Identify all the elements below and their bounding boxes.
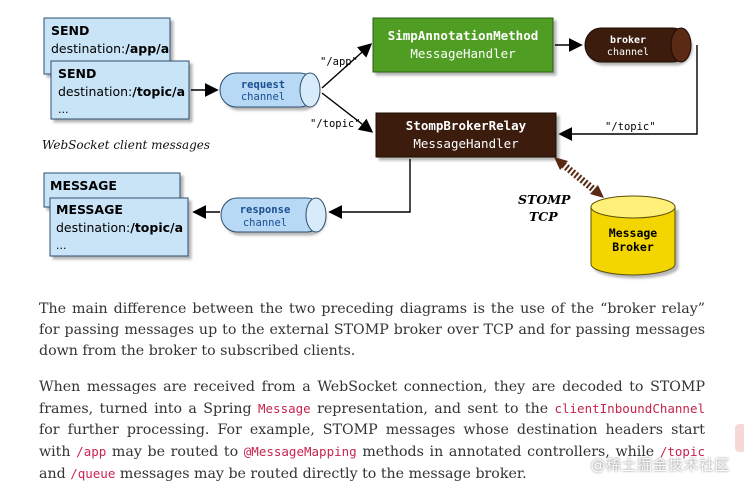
stomp-tcp-arrowhead-bottom [590, 185, 604, 198]
message-broker-label-bottom: Broker [612, 240, 654, 254]
tcp-label: TCP [529, 209, 558, 224]
request-channel-label-bottom: channel [241, 91, 285, 103]
send-box-topic [50, 60, 190, 120]
stomp-relay-box [375, 112, 557, 158]
simp-handler-title: SimpAnnotationMethod [388, 28, 539, 43]
client-messages-label: WebSocket client messages [42, 138, 210, 152]
message-box-topic [49, 197, 189, 257]
paragraph-message-routing: When messages are received from a WebSoc… [39, 377, 705, 485]
route-to-stomp-relay-arrow [321, 92, 374, 133]
code-queue-prefix: /queue [70, 466, 116, 481]
route-topic-return-label: "/topic" [605, 121, 656, 133]
stomp-relay-title: StompBrokerRelay [406, 118, 527, 133]
send-box-topic-destination: destination:/topic/a [58, 84, 185, 99]
stomp-tcp-arrowhead-top [554, 157, 568, 170]
simp-handler-subtitle: MessageHandler [410, 46, 516, 61]
request-channel-label-top: request [241, 79, 285, 91]
paragraph-text-processing: for further processing. For example, STO… [39, 422, 705, 460]
message-broker: Message Broker [590, 195, 676, 276]
relay-to-response-channel-arrow [328, 159, 411, 219]
code-app-prefix: /app [76, 444, 107, 459]
message-box-topic-destination-value: /topic/a [130, 220, 183, 235]
send-box-app-destination-value: /app/a [125, 41, 169, 56]
send-box-app-title: SEND [51, 23, 89, 38]
response-channel-label-top: response [240, 204, 291, 216]
response-channel: response channel [220, 197, 327, 233]
broker-channel-label-top: broker [610, 35, 646, 46]
route-to-simp-handler-arrow [321, 43, 373, 89]
side-tab [735, 424, 744, 452]
message-box-topic-destination-label: destination: [56, 220, 130, 235]
route-app-label: "/app" [320, 56, 358, 68]
route-topic-label: "/topic" [310, 118, 361, 130]
send-box-topic-destination-value: /topic/a [132, 84, 185, 99]
client-message-group: MESSAGE MESSAGE destination:/topic/a ... [43, 172, 189, 257]
stomp-tcp-connection: STOMP TCP [518, 157, 604, 224]
message-broker-cylinder-top [590, 195, 676, 219]
message-box-back-title: MESSAGE [50, 178, 117, 193]
paragraph-text-directly-routed: messages may be routed directly to the m… [115, 466, 527, 482]
send-box-app-destination: destination:/app/a [51, 41, 169, 56]
stomp-relay-subtitle: MessageHandler [413, 136, 519, 151]
send-box-topic-ellipsis: ... [58, 103, 69, 116]
broker-channel-to-relay-arrow [558, 45, 698, 141]
paragraph-text-sent-to: representation, and sent to the [310, 401, 555, 417]
send-box-app-destination-label: destination: [51, 41, 125, 56]
paragraph-broker-relay-difference: The main difference between the two prec… [39, 301, 705, 359]
stomp-broker-relay-handler: StompBrokerRelay MessageHandler [375, 112, 557, 158]
response-channel-label-bottom: channel [243, 217, 287, 229]
message-broker-label-top: Message [609, 226, 658, 240]
message-box-topic-title: MESSAGE [56, 202, 123, 217]
request-channel-pipe-end [299, 72, 321, 108]
send-box-topic-title: SEND [58, 66, 96, 81]
message-box-topic-destination: destination:/topic/a [56, 220, 183, 235]
send-box-topic-destination-label: destination: [58, 84, 132, 99]
code-topic-prefix: /topic [659, 444, 706, 459]
paragraph-text-routed-to: may be routed to [106, 444, 244, 460]
site-watermark: @稀土掘金技术社区 [590, 456, 730, 474]
stomp-tcp-hatched-link [557, 159, 601, 196]
simp-handler-box [372, 17, 554, 73]
paragraph-text-intro: When messages are received from a WebSoc… [39, 379, 705, 417]
send-message-group: SEND destination:/app/a SEND destination… [43, 17, 190, 120]
response-channel-pipe-end [305, 197, 327, 233]
broker-channel-pipe-end [670, 27, 692, 63]
broker-channel: broker channel [584, 27, 692, 63]
code-message-mapping: @MessageMapping [243, 444, 357, 459]
message-broker-cylinder [590, 207, 676, 276]
paragraph-text-and: and [39, 466, 71, 482]
code-message: Message [258, 401, 311, 416]
simp-annotation-method-handler: SimpAnnotationMethod MessageHandler [372, 17, 554, 73]
paragraph-text-annotated-controllers: methods in annotated controllers, while [356, 444, 660, 460]
message-box-topic-ellipsis: ... [56, 239, 67, 252]
broker-channel-label-bottom: channel [607, 47, 649, 58]
request-channel: request channel [191, 72, 321, 108]
stomp-label: STOMP [518, 192, 571, 207]
stomp-broker-relay-diagram: SEND destination:/app/a SEND destination… [42, 17, 698, 276]
code-client-inbound-channel: clientInboundChannel [554, 401, 705, 416]
